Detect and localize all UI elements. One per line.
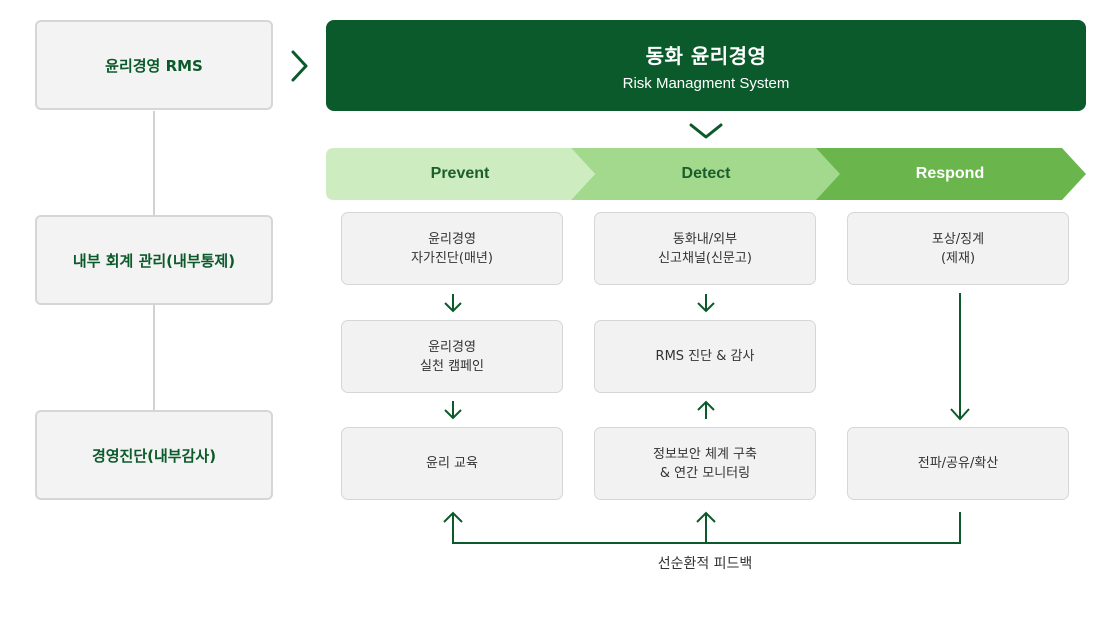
banner-title: 동화 윤리경영 [645, 43, 767, 68]
feedback-label: 선순환적 피드백 [657, 556, 753, 572]
left-connector-line-bottom [153, 305, 155, 410]
phase-shape-detect [571, 148, 840, 200]
step-label: 동화내/외부 신고채널(신문고) [658, 231, 752, 266]
phase-label-detect: Detect [681, 165, 731, 182]
left-item-label: 윤리경영 RMS [105, 56, 203, 75]
step-label: 정보보안 체계 구축 & 연간 모니터링 [653, 446, 757, 481]
step-label: 윤리 교육 [426, 456, 478, 471]
left-item-internal-control: 내부 회계 관리(내부통제) [35, 215, 273, 305]
step-label: 윤리경영 실천 캠페인 [420, 339, 484, 374]
step-label: 포상/징계 (제재) [931, 231, 985, 266]
arrow-down-long-icon [950, 293, 970, 421]
step-share-spread: 전파/공유/확산 [847, 427, 1069, 500]
left-connector-line-top [153, 111, 155, 215]
phase-label-prevent: Prevent [430, 165, 490, 182]
step-report-channel: 동화내/외부 신고채널(신문고) [594, 212, 816, 285]
chevron-down-icon [689, 123, 723, 139]
phase-shape-respond [806, 148, 1086, 200]
step-label: 윤리경영 자가진단(매년) [411, 231, 493, 266]
step-rms-audit: RMS 진단 & 감사 [594, 320, 816, 393]
phase-shape-prevent [326, 148, 595, 200]
arrow-up-icon [697, 400, 715, 419]
header-banner: 동화 윤리경영 Risk Managment System [326, 20, 1086, 111]
left-item-rms: 윤리경영 RMS [35, 20, 273, 110]
step-self-assessment: 윤리경영 자가진단(매년) [341, 212, 563, 285]
banner-subtitle: Risk Managment System [622, 74, 790, 92]
arrow-down-icon [444, 294, 462, 313]
phase-prevent: Prevent [360, 148, 560, 200]
arrow-down-icon [697, 294, 715, 313]
step-campaign: 윤리경영 실천 캠페인 [341, 320, 563, 393]
step-infosec-monitoring: 정보보안 체계 구축 & 연간 모니터링 [594, 427, 816, 500]
phase-respond: Respond [850, 148, 1050, 200]
left-item-internal-audit: 경영진단(내부감사) [35, 410, 273, 500]
phase-detect: Detect [606, 148, 806, 200]
phase-label-respond: Respond [915, 165, 985, 182]
phase-bar [326, 148, 1086, 200]
step-label: RMS 진단 & 감사 [655, 349, 755, 364]
step-label: 전파/공유/확산 [917, 456, 999, 471]
left-item-label: 내부 회계 관리(내부통제) [72, 251, 236, 270]
chevron-right-icon [291, 50, 308, 82]
step-reward-discipline: 포상/징계 (제재) [847, 212, 1069, 285]
arrow-down-icon [444, 401, 462, 420]
step-ethics-education: 윤리 교육 [341, 427, 563, 500]
left-item-label: 경영진단(내부감사) [91, 446, 217, 465]
feedback-loop-lines [443, 511, 961, 544]
